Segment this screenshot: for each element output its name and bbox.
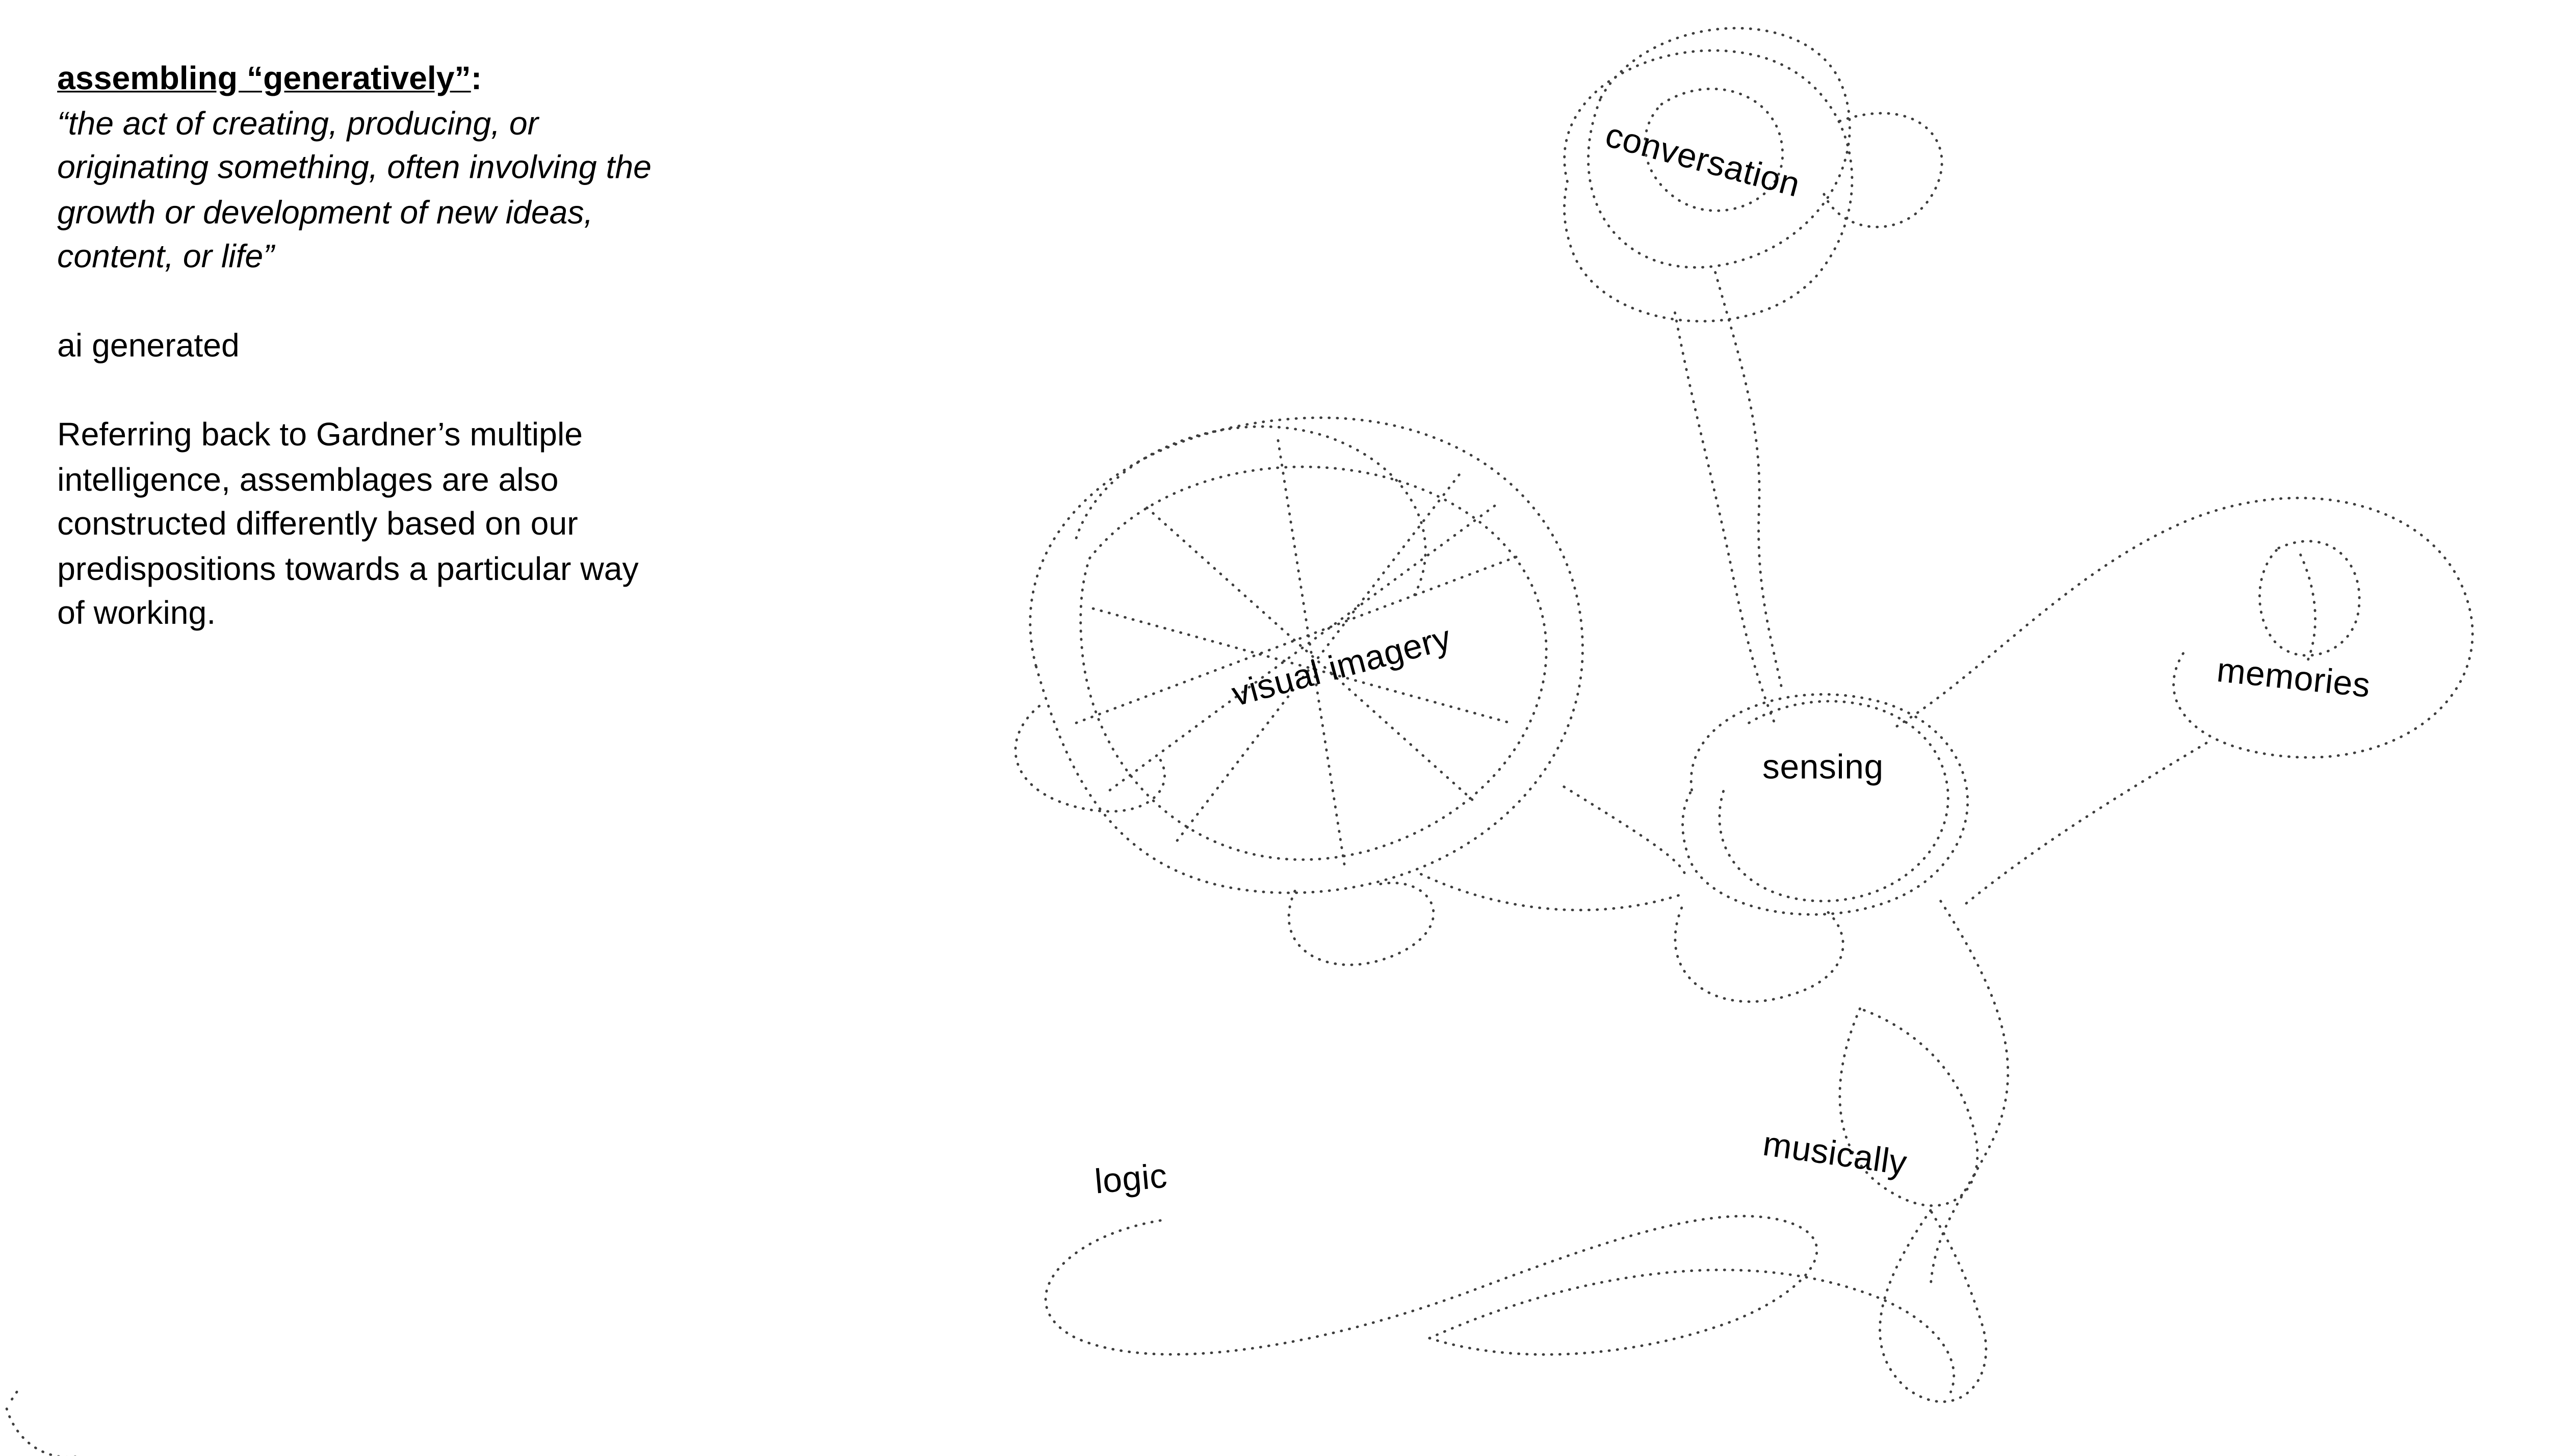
paragraph-line: intelligence, assemblages are also bbox=[57, 461, 559, 499]
paragraph-line: constructed differently based on our bbox=[57, 506, 578, 543]
gardner-paragraph: Referring back to Gardner’s multiple int… bbox=[57, 413, 797, 636]
quote-line: content, or life” bbox=[57, 239, 274, 276]
intro-text-block: assembling “generatively”: “the act of c… bbox=[57, 57, 797, 636]
intro-title-text: assembling “generatively” bbox=[57, 60, 471, 98]
definition-quote: “the act of creating, producing, or orig… bbox=[57, 102, 797, 280]
paragraph-line: predispositions towards a particular way bbox=[57, 550, 639, 588]
intro-title-colon: : bbox=[471, 60, 482, 98]
quote-line: originating something, often involving t… bbox=[57, 149, 652, 187]
paragraph-line: of working. bbox=[57, 595, 216, 632]
paragraph-line: Referring back to Gardner’s multiple bbox=[57, 417, 583, 454]
ai-generated-note: ai generated bbox=[57, 328, 240, 365]
doodle-label-sensing: sensing bbox=[1762, 748, 1884, 787]
intro-title: assembling “generatively”: bbox=[57, 57, 797, 101]
quote-line: growth or development of new ideas, bbox=[57, 194, 593, 231]
quote-line: “the act of creating, producing, or bbox=[57, 105, 539, 142]
doodle-label-logic: logic bbox=[1093, 1157, 1169, 1202]
